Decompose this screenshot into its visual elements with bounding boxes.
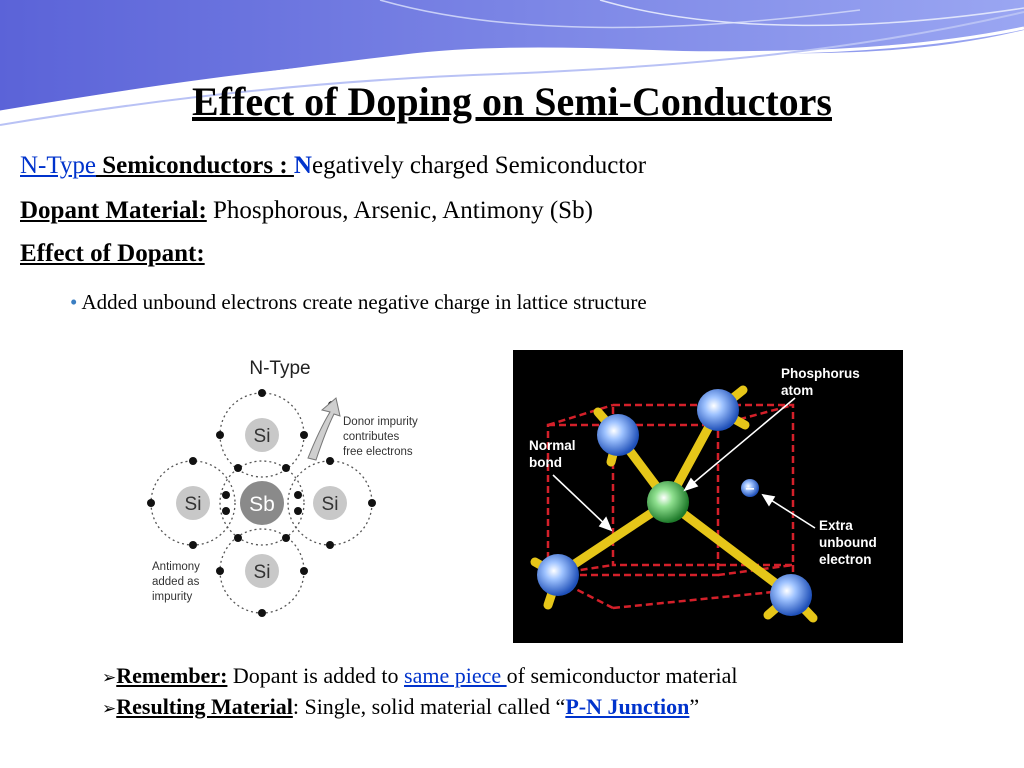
sb-atom-label: Sb (249, 493, 275, 516)
ntype-atom-diagram: N-Type Sb Si Si Si Si Donor impurity con… (147, 358, 421, 617)
bullet-text: Added unbound electrons create negative … (77, 290, 647, 314)
ntype-label: N-Type (20, 152, 97, 179)
pointer-arrows (552, 397, 816, 532)
antimony-note: Antimony added as impurity (152, 561, 203, 603)
ntype-line: N-Type Semiconductors : Negatively charg… (20, 152, 646, 180)
remember-label: Remember: (116, 663, 228, 688)
arrow-bullet-icon: ➢ (102, 668, 117, 688)
effect-of-dopant-line: Effect of Dopant: (20, 240, 205, 268)
bullet-item: • Added unbound electrons create negativ… (70, 290, 647, 315)
semiconductors-label: Semiconductors : (96, 152, 294, 179)
sb-atom (240, 481, 284, 525)
remember-text: Dopant is added to (227, 663, 405, 688)
resulting-label: Resulting Material (116, 694, 293, 719)
diagram-title: N-Type (249, 358, 310, 379)
normal-bond-label: Normal bond (529, 438, 579, 470)
si-atom-top (245, 418, 279, 452)
silicon-atom (770, 574, 812, 616)
si-atom-right-label: Si (322, 494, 339, 515)
dopant-material-value: Phosphorous, Arsenic, Antimony (Sb) (206, 197, 593, 224)
silicon-atom (537, 554, 579, 596)
resulting-text: : Single, solid material called “ (292, 694, 566, 719)
dopant-material-label: Dopant Material: (20, 197, 207, 224)
resulting-line: ➢Resulting Material: Single, solid mater… (102, 694, 699, 720)
electron-sign: − (745, 482, 756, 497)
si-atom-bottom (245, 554, 279, 588)
phosphorus-lattice-diagram: − Phosphorus atom Normal bond Extra unbo… (513, 350, 903, 643)
extra-electron (741, 479, 759, 497)
extra-electron-label: Extra unbound electron (819, 518, 881, 567)
si-atom-left (176, 486, 210, 520)
dopant-material-line: Dopant Material: Phosphorous, Arsenic, A… (20, 197, 593, 225)
phosphorus-atom-label: Phosphorus atom (781, 366, 864, 398)
silicon-atom (597, 414, 639, 456)
remember-line: ➢Remember: Dopant is added to same piece… (102, 663, 738, 689)
curved-arrow-icon (307, 397, 341, 461)
remember-text-end: of semiconductor material (506, 663, 738, 688)
header-wave-banner (0, 0, 1024, 126)
same-piece-link[interactable]: same piece (404, 663, 507, 688)
si-atom-right (313, 486, 347, 520)
phosphorus-atom (647, 481, 689, 523)
n-letter: N (293, 152, 312, 179)
pn-junction-link[interactable]: P-N Junction (565, 694, 690, 719)
resulting-text-end: ” (689, 694, 700, 719)
bullet-marker: • (70, 290, 78, 314)
si-atom-bottom-label: Si (254, 562, 271, 583)
arrow-bullet-icon: ➢ (102, 699, 117, 719)
si-atom-top-label: Si (254, 426, 271, 447)
effect-of-dopant-label: Effect of Dopant: (20, 240, 205, 267)
page-title: Effect of Doping on Semi-Conductors (192, 79, 832, 124)
silicon-atom (697, 389, 739, 431)
si-atom-left-label: Si (185, 494, 202, 515)
donor-note: Donor impurity contributes free electron… (343, 416, 421, 458)
ntype-description: egatively charged Semiconductor (311, 152, 647, 179)
